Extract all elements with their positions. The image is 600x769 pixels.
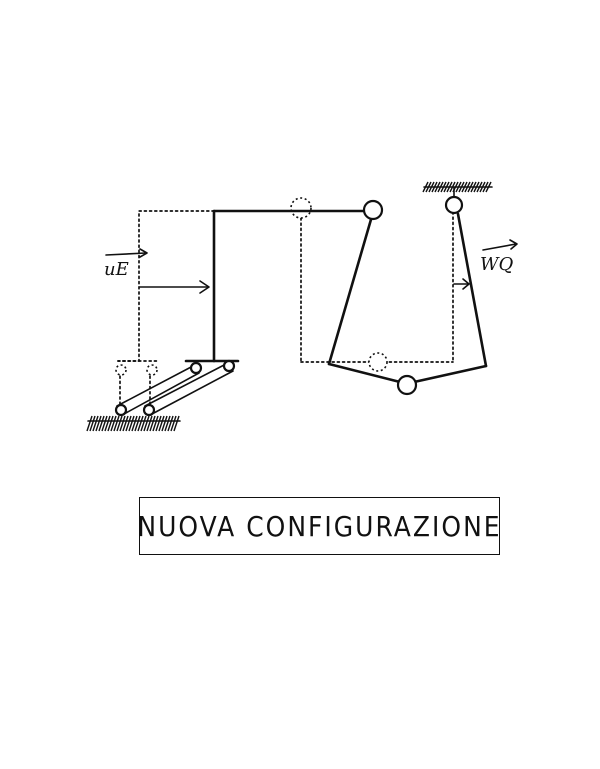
ground-left-hatching	[86, 415, 180, 432]
original-hinge-left-b	[146, 364, 158, 376]
hinge-bottom	[396, 374, 418, 396]
hatch-stroke	[140, 415, 147, 432]
original-hinge-left-a	[115, 364, 127, 376]
deformed-configuration	[114, 187, 488, 417]
hatch-stroke	[467, 181, 474, 193]
hatch-stroke	[473, 181, 480, 193]
hatch-stroke	[152, 415, 159, 432]
hatch-stroke	[464, 181, 471, 193]
hatch-stroke	[98, 415, 105, 432]
caption-box: NUOVA CONFIGURAZIONE	[137, 497, 502, 555]
original-configuration-right	[290, 197, 454, 372]
hatch-stroke	[95, 415, 102, 432]
ground-right	[422, 181, 493, 193]
ground-right-hatching	[422, 181, 492, 193]
hinge-link-top-b	[222, 359, 236, 373]
original-hinge-top	[290, 197, 312, 219]
hatch-stroke	[134, 415, 141, 432]
label-left-text: uE	[104, 259, 129, 280]
hatch-stroke	[128, 415, 135, 432]
hatch-stroke	[164, 415, 171, 432]
hatch-stroke	[113, 415, 120, 432]
hatch-stroke	[173, 415, 180, 432]
hatch-stroke	[137, 415, 144, 432]
hinge-link-top-a	[189, 361, 203, 375]
hatch-stroke	[158, 415, 165, 432]
label-left: uE	[104, 248, 148, 280]
hatch-stroke	[470, 181, 477, 193]
hinge-ground-a	[114, 403, 128, 417]
hatch-stroke	[101, 415, 108, 432]
hatch-stroke	[122, 415, 129, 432]
hatch-stroke	[86, 415, 93, 432]
caption-text: NUOVA CONFIGURAZIONE	[137, 510, 502, 542]
hatch-stroke	[161, 415, 168, 432]
hatch-stroke	[131, 415, 138, 432]
hatch-stroke	[116, 415, 123, 432]
hatch-stroke	[431, 181, 438, 193]
hatch-stroke	[440, 181, 447, 193]
hatch-stroke	[482, 181, 489, 193]
hatch-stroke	[146, 415, 153, 432]
hatch-stroke	[446, 181, 453, 193]
hatch-stroke	[155, 415, 162, 432]
hatch-stroke	[425, 181, 432, 193]
hatch-stroke	[149, 415, 156, 432]
hatch-stroke	[455, 181, 462, 193]
ground-left	[86, 415, 181, 432]
hatch-stroke	[458, 181, 465, 193]
hatch-stroke	[104, 415, 111, 432]
hatch-stroke	[125, 415, 132, 432]
hatch-stroke	[434, 181, 441, 193]
hatch-stroke	[485, 181, 492, 193]
hatch-stroke	[437, 181, 444, 193]
hatch-stroke	[167, 415, 174, 432]
label-right: WQ	[480, 239, 518, 275]
hatch-stroke	[443, 181, 450, 193]
hatch-stroke	[428, 181, 435, 193]
hatch-stroke	[107, 415, 114, 432]
label-right-text: WQ	[480, 254, 514, 275]
original-hinge-bottom	[368, 352, 388, 372]
hatch-stroke	[143, 415, 150, 432]
vector-right	[453, 278, 470, 290]
hatch-stroke	[92, 415, 99, 432]
hatch-stroke	[422, 181, 429, 193]
hatch-stroke	[461, 181, 468, 193]
hatch-stroke	[479, 181, 486, 193]
hatch-stroke	[449, 181, 456, 193]
hatch-stroke	[476, 181, 483, 193]
original-configuration-left	[115, 210, 215, 411]
hatch-stroke	[110, 415, 117, 432]
hatch-stroke	[170, 415, 177, 432]
hatch-stroke	[119, 415, 126, 432]
hinge-ground-b	[142, 403, 156, 417]
hinge-ceiling	[444, 195, 464, 215]
hatch-stroke	[89, 415, 96, 432]
vector-left	[139, 280, 210, 294]
hinge-top-right	[362, 199, 384, 221]
